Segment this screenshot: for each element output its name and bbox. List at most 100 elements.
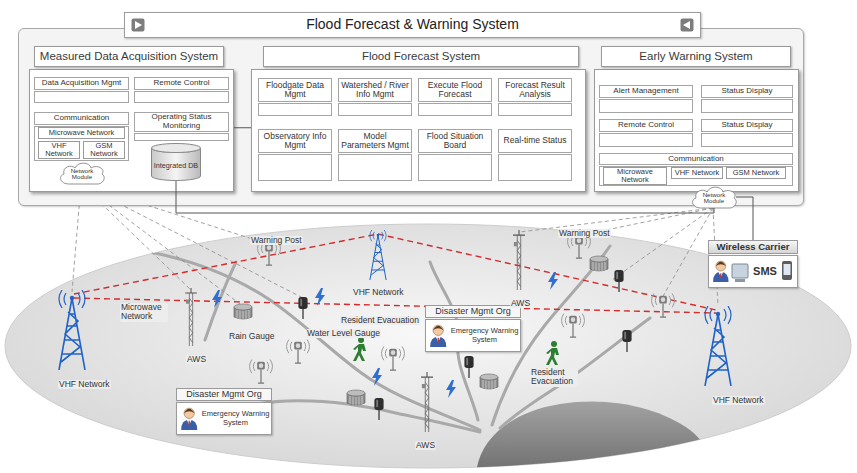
box-label: Communication [54,114,110,123]
communication-box: CommunicationMicrowave NetworkVHF Networ… [599,153,793,186]
label-anchor: Microwave Network [120,303,168,323]
cloud-text-area: Network Module [64,164,100,184]
collapse-icon [131,18,145,32]
value-field [134,133,229,141]
function-box: Alert Management [599,85,693,113]
label-row: Execute Flood Forecast [418,78,492,102]
value-field [34,91,129,103]
label-anchor: Resident Evacuation [530,368,578,388]
warning-siren [562,314,585,338]
box-label: Status Display [721,87,772,96]
function-box: Model Parameters Mgmt [338,129,412,181]
value-field [599,133,693,147]
connector-line [234,127,251,128]
label-row: Alert Management [599,85,693,98]
person-suit [713,272,728,282]
panel-tab: Flood Forecast System [263,46,579,67]
person-hair [716,262,726,266]
panel-title: Early Warning System [639,50,752,63]
value-field [258,103,332,116]
icon-square [681,19,694,32]
connector-line [736,197,753,240]
label-row: Forecast Result Analysis [498,78,572,102]
organization-box: Disaster Mgmt OrgEmergency Warning Syste… [176,388,272,435]
title-bar: Flood Forecast & Warning System [124,12,701,38]
function-box: Observatory Info Mgmt [258,129,332,181]
icon-square [132,19,145,32]
person-icon [713,261,728,282]
server-icon [732,264,748,278]
label-anchor: Rain Gauge [228,325,275,343]
label-anchor: Warning Post [250,229,303,247]
value-field [701,133,793,147]
rain-gauge [480,374,498,390]
river [250,401,480,432]
map-label: Water Level Gauge [306,329,381,338]
function-box: Status Display [701,119,793,147]
lightning-bolt [212,290,222,308]
person-shirt [436,337,441,343]
person-shirt [719,272,723,278]
vhf-links [74,234,716,313]
map-label: AWS [415,441,436,450]
rain-gauge [234,304,252,320]
icon-arrow [683,21,690,29]
value-field [498,154,572,181]
cloud-text-area: Network Module [696,188,732,208]
network-box: VHF Network [38,141,80,159]
communication-box: CommunicationMicrowave NetworkVHF Networ… [34,112,129,161]
value-field [418,103,492,116]
label-row: Operating Status Monitoring [134,112,229,132]
function-box: Floodgate Data Mgmt [258,78,332,116]
box-label: Status Display [721,121,772,130]
box-label: Execute Flood Forecast [421,81,489,100]
function-box: Remote Control [134,77,229,103]
server-base [735,279,745,282]
vhf-tower [705,306,731,386]
vhf-link [74,234,378,294]
network-box: GSM Network [726,167,786,179]
water-level-gauge [464,356,473,378]
label-row: Communication [599,153,793,165]
warning-siren [652,294,675,318]
subsystem-panel: Early Warning SystemAlert ManagementStat… [594,46,799,192]
label-row: Status Display [701,119,793,132]
org-title: Disaster Mgmt Org [435,307,511,317]
network-module-cloud: Network Module [57,161,107,185]
function-box: Data Acquisition Mgmt [34,77,129,103]
water-level-gauge [374,398,383,420]
network-box: Microwave Network [38,127,125,139]
network-box: GSM Network [83,141,125,159]
network-box: VHF Network [671,167,723,179]
water-level-gauge [614,270,623,292]
system-label: Emergency Warning System [201,410,270,427]
panel-title: Measured Data Acquisition System [40,50,218,63]
label-anchor: Warning Post [558,222,611,240]
network-label: VHF Network [40,142,78,158]
box-label: Remote Control [618,121,674,130]
function-box: Watershed / River Info Mgmt [338,78,412,116]
warning-siren [250,360,273,384]
cylinder-top [152,144,201,153]
organization-box: Disaster Mgmt OrgEmergency Warning Syste… [425,305,521,352]
panel-tab: Measured Data Acquisition System [34,46,224,67]
label-row: Communication [34,112,129,125]
label-anchor: AWS [186,348,207,366]
label-row: Observatory Info Mgmt [258,129,332,153]
person-tie [720,273,722,278]
aws-mast [421,372,433,432]
org-text-area: Emergency Warning System [201,404,270,433]
box-label: Floodgate Data Mgmt [261,81,329,100]
label-row: Data Acquisition Mgmt [34,77,129,90]
module-label: Network Module [696,192,732,204]
function-box: Execute Flood Forecast [418,78,492,116]
map-label: Resident Evacuation [340,316,420,325]
map-label: Warning Post [250,236,303,245]
label-anchor: VHF Network [58,373,111,391]
person-icon [181,408,197,430]
box-label: Communication [668,155,724,164]
map-label: VHF Network [712,396,765,405]
system-frame: Flood Forecast & Warning SystemMeasured … [18,28,804,206]
map-label: AWS [186,355,207,364]
label-anchor: Resident Evacuation [340,309,420,327]
